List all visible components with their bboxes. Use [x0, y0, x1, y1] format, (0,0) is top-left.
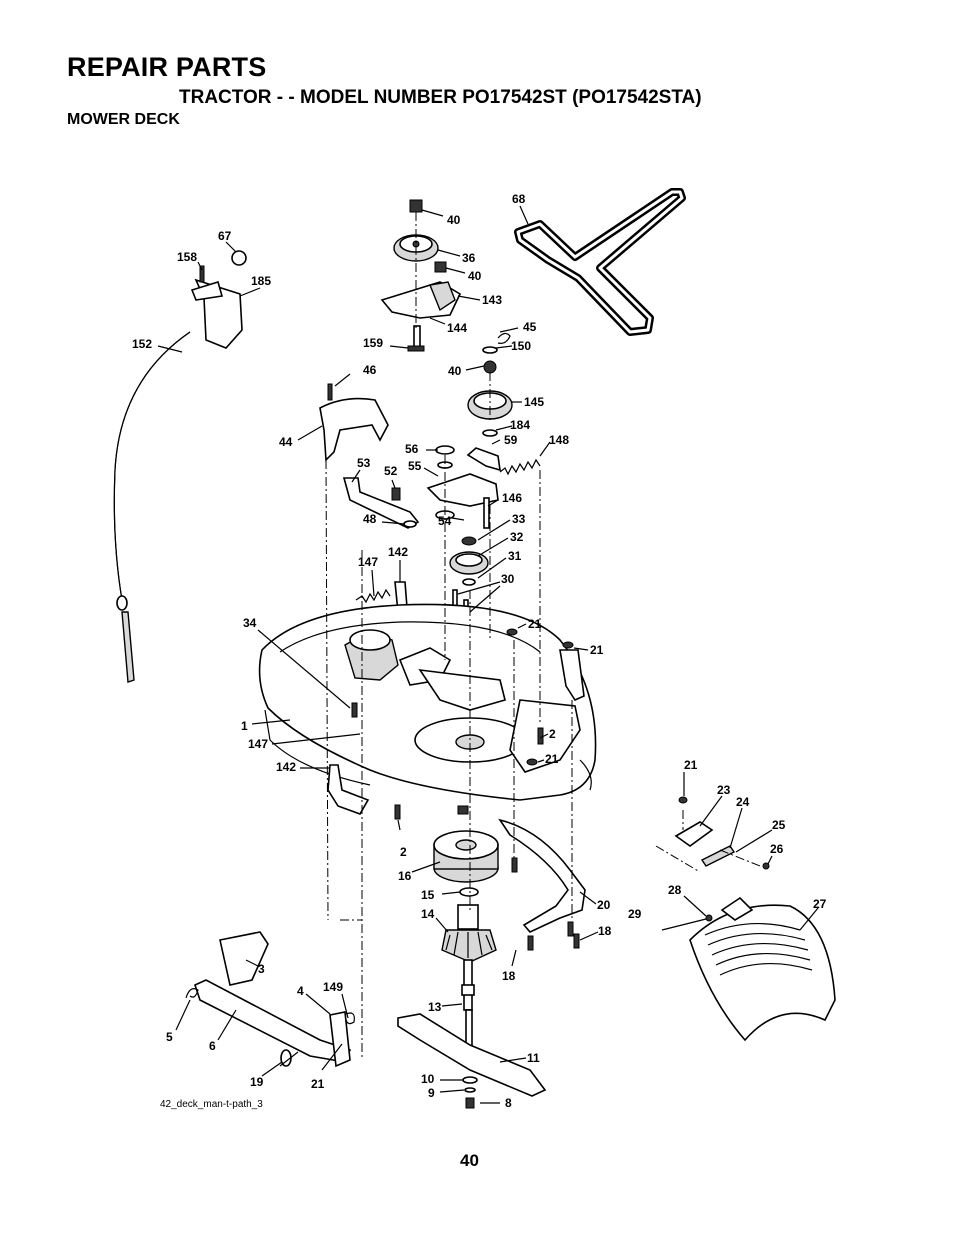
callout-18-a: 18 — [598, 924, 612, 938]
callout-19: 19 — [250, 1075, 264, 1089]
callout-143: 143 — [482, 293, 502, 307]
model-subtitle: TRACTOR - - MODEL NUMBER PO17542ST (PO17… — [179, 87, 702, 108]
callout-32: 32 — [510, 530, 524, 544]
callout-159: 159 — [363, 336, 383, 350]
callout-28: 28 — [668, 883, 682, 897]
page-number: 40 — [460, 1151, 479, 1170]
callout-45: 45 — [523, 320, 537, 334]
callout-144: 144 — [447, 321, 467, 335]
callout-6: 6 — [209, 1039, 216, 1053]
callout-147-a: 147 — [358, 555, 378, 569]
callout-148: 148 — [549, 433, 569, 447]
callout-185: 185 — [251, 274, 271, 288]
callout-21-a: 21 — [528, 617, 542, 631]
callout-68: 68 — [512, 192, 526, 206]
callout-34: 34 — [243, 616, 257, 630]
callout-46: 46 — [363, 363, 377, 377]
callout-21-c: 21 — [545, 752, 559, 766]
callout-40-c: 40 — [448, 364, 462, 378]
page-title: REPAIR PARTS — [67, 52, 267, 82]
callout-2-a: 2 — [549, 727, 556, 741]
callout-31: 31 — [508, 549, 522, 563]
callout-labels: 40 68 36 40 143 67 158 185 45 144 150 15… — [132, 192, 827, 1110]
callout-18-b: 18 — [502, 969, 516, 983]
callout-152: 152 — [132, 337, 152, 351]
callout-40-a: 40 — [447, 213, 461, 227]
callout-30: 30 — [501, 572, 515, 586]
callout-40-b: 40 — [468, 269, 482, 283]
callout-29: 29 — [628, 907, 642, 921]
callout-56: 56 — [405, 442, 419, 456]
bracket-142-lower — [327, 764, 370, 815]
rod-29 — [661, 917, 711, 931]
idler-pulley-stack — [380, 199, 462, 352]
callout-21-d: 21 — [684, 758, 698, 772]
callout-59: 59 — [504, 433, 518, 447]
callout-15: 15 — [421, 888, 435, 902]
pulley-guard-44 — [319, 397, 389, 462]
belt-68 — [514, 188, 686, 336]
callout-23: 23 — [717, 783, 731, 797]
callout-158: 158 — [177, 250, 197, 264]
callout-67: 67 — [218, 229, 232, 243]
callout-142-b: 142 — [276, 760, 296, 774]
callout-13: 13 — [428, 1000, 442, 1014]
bolt-2-upper — [537, 727, 544, 745]
callout-54: 54 — [438, 514, 452, 528]
idler-arm-53 — [342, 477, 420, 529]
callout-142-a: 142 — [388, 545, 408, 559]
callout-2-b: 2 — [400, 845, 407, 859]
callout-11: 11 — [527, 1051, 540, 1065]
discharge-chute-27 — [689, 896, 836, 1042]
mower-deck-1 — [258, 603, 597, 801]
callout-53: 53 — [357, 456, 371, 470]
bolt-2-lower — [394, 804, 401, 820]
callout-147-b: 147 — [248, 737, 268, 751]
callout-21-e: 21 — [311, 1077, 325, 1091]
callout-27: 27 — [813, 897, 827, 911]
callout-4: 4 — [297, 984, 304, 998]
callout-184: 184 — [510, 418, 530, 432]
callout-149: 149 — [323, 980, 343, 994]
nut-lower — [457, 805, 469, 815]
section-title: MOWER DECK — [67, 111, 180, 128]
callout-14: 14 — [421, 907, 435, 921]
callout-16: 16 — [398, 869, 412, 883]
spring-25 — [700, 845, 736, 867]
callout-44: 44 — [279, 435, 293, 449]
callout-145: 145 — [524, 395, 544, 409]
lift-bracket-185 — [190, 250, 247, 349]
callout-20: 20 — [597, 898, 611, 912]
idler-pulley-145 — [466, 332, 513, 472]
callout-33: 33 — [512, 512, 526, 526]
callout-146: 146 — [502, 491, 522, 505]
callout-52: 52 — [384, 464, 398, 478]
chute-bracket-23 — [674, 796, 714, 847]
callout-5: 5 — [166, 1030, 173, 1044]
callout-36: 36 — [462, 251, 476, 265]
spring-147-upper — [355, 588, 391, 604]
cable-152 — [113, 331, 191, 683]
callout-1: 1 — [241, 719, 248, 733]
leader-lines — [157, 205, 819, 1104]
callout-25: 25 — [772, 818, 786, 832]
belt-guard-20 — [498, 818, 586, 933]
callout-10: 10 — [421, 1072, 435, 1086]
callout-3: 3 — [258, 962, 265, 976]
callout-48: 48 — [363, 512, 377, 526]
diagram-file-label: 42_deck_man-t-path_3 — [160, 1099, 263, 1110]
callout-21-b: 21 — [590, 643, 604, 657]
spindle-14 — [441, 904, 497, 1051]
spindle-housing-16 — [433, 830, 499, 897]
blade-11 — [397, 1013, 547, 1097]
callout-55: 55 — [408, 459, 422, 473]
callout-9: 9 — [428, 1086, 435, 1100]
callout-150: 150 — [511, 339, 531, 353]
spring-148 — [499, 458, 541, 476]
callout-26: 26 — [770, 842, 784, 856]
callout-8: 8 — [505, 1096, 512, 1110]
callout-24: 24 — [736, 795, 750, 809]
